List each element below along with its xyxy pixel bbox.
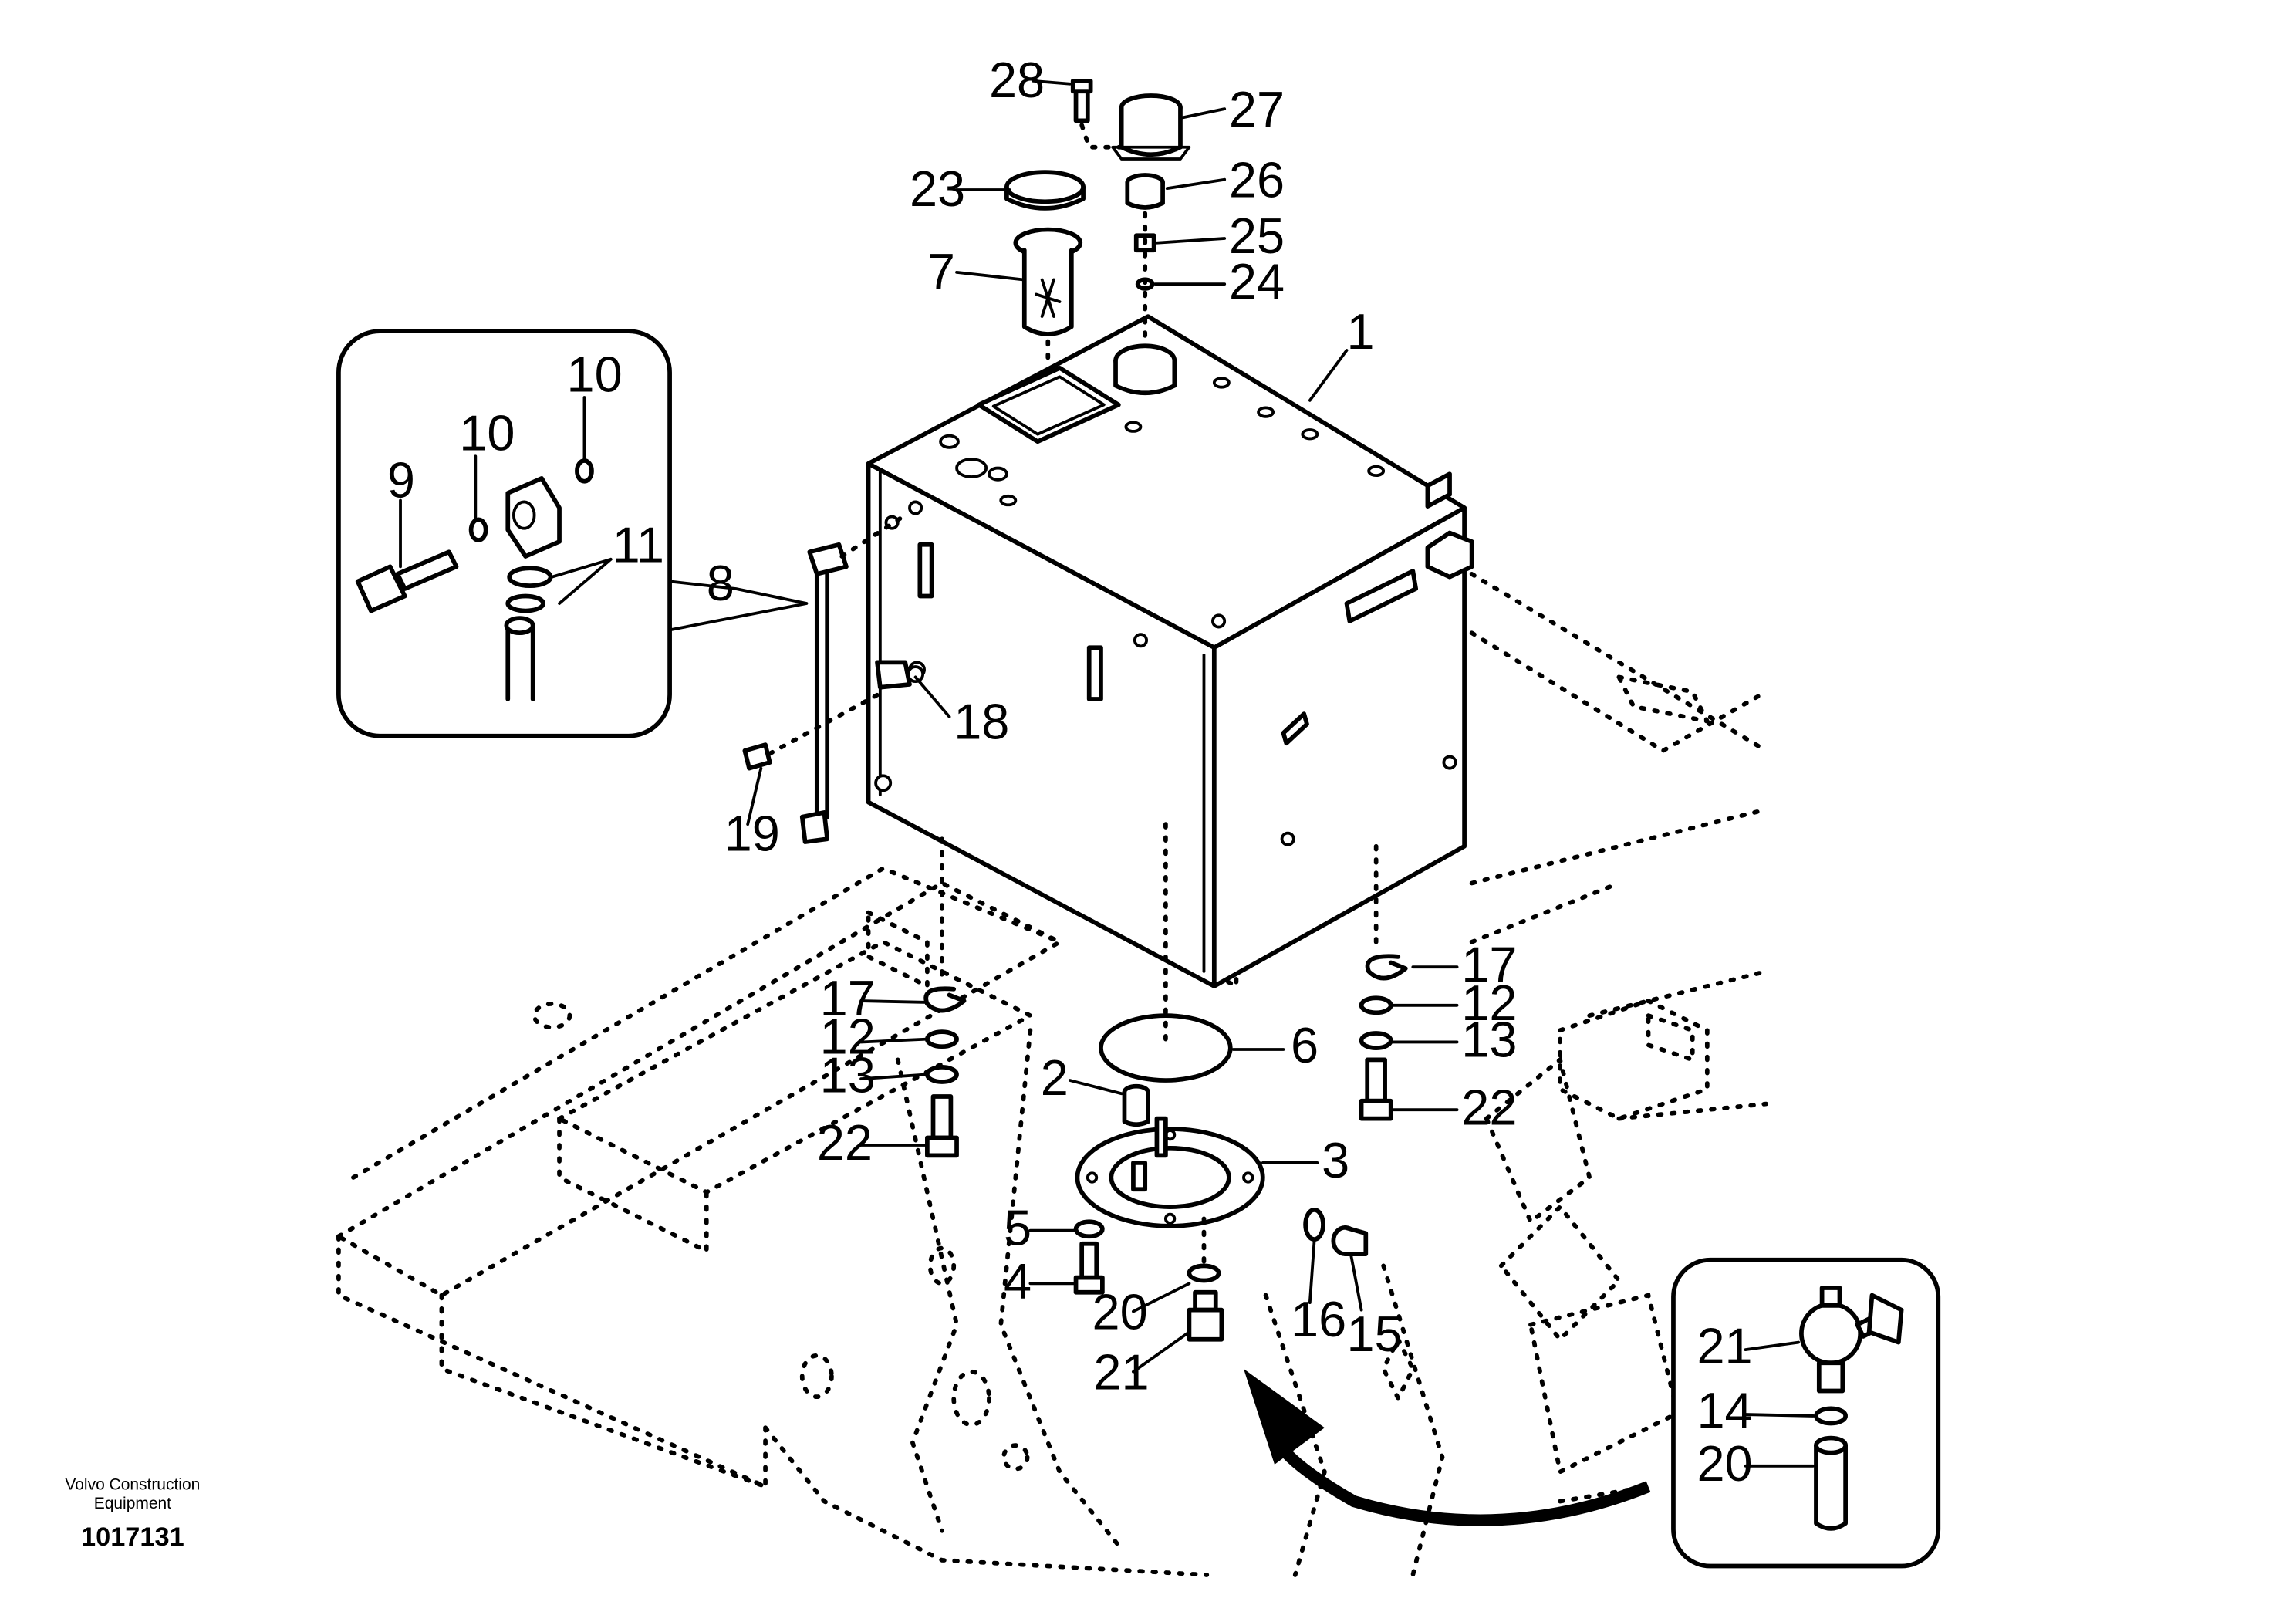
label-10: 10 [459, 405, 515, 461]
reference-arrow [1243, 1368, 1651, 1526]
label-9: 9 [387, 452, 415, 509]
detail-box-right [1671, 1257, 1941, 1569]
label-15: 15 [1347, 1306, 1403, 1362]
o-ring-6 [1099, 1013, 1233, 1083]
mount-hardware-left [923, 836, 967, 1158]
label-2: 2 [1041, 1049, 1069, 1106]
hydraulic-tank [866, 314, 1474, 988]
label-13-left: 13 [820, 1046, 876, 1103]
label-1: 1 [1347, 303, 1375, 360]
strainer [1013, 227, 1083, 336]
label-17-right: 17 [1461, 936, 1517, 992]
label-8: 8 [707, 555, 734, 611]
label-26: 26 [1229, 152, 1285, 208]
label-20: 20 [1092, 1283, 1148, 1340]
label-14-detail: 14 [1697, 1382, 1752, 1438]
label-12-left: 12 [820, 1009, 876, 1065]
fitting-2 [1122, 1083, 1168, 1192]
figure-number: 1017131 [81, 1522, 184, 1552]
label-11: 11 [613, 517, 664, 573]
seal-20 [1187, 1263, 1221, 1283]
leader-lines [746, 79, 1459, 1374]
bolt-28 [1070, 79, 1093, 123]
label-3: 3 [1322, 1132, 1349, 1188]
part-labels: 28 27 23 26 7 25 24 1 10 10 9 11 8 18 19… [387, 52, 1753, 1492]
label-5: 5 [1004, 1200, 1032, 1256]
label-27: 27 [1229, 81, 1285, 137]
label-25: 25 [1229, 208, 1285, 264]
washer-16 [1303, 1208, 1325, 1242]
label-17-left: 17 [820, 970, 876, 1026]
cover-plate-3 [1075, 1127, 1265, 1228]
label-16: 16 [1291, 1291, 1346, 1347]
brand-line-1: Volvo Construction [65, 1475, 200, 1493]
filler-cap [1004, 170, 1086, 211]
plug-15 [1331, 1225, 1369, 1257]
level-gauge [742, 515, 925, 844]
label-23: 23 [910, 161, 965, 217]
footer: Volvo Construction Equipment 1017131 [65, 1475, 200, 1551]
label-12-right: 12 [1461, 975, 1517, 1031]
label-4: 4 [1004, 1252, 1032, 1309]
label-20-detail: 20 [1697, 1435, 1752, 1492]
label-22-right: 22 [1461, 1079, 1517, 1135]
breather-element [1125, 173, 1165, 210]
bolt-4 [1073, 1241, 1105, 1295]
valve-21 [1187, 1289, 1224, 1342]
label-24: 24 [1229, 253, 1285, 309]
label-19: 19 [724, 806, 780, 862]
label-28: 28 [989, 52, 1045, 108]
detail-box-left [336, 329, 809, 738]
mount-hardware-right [1359, 843, 1408, 1121]
label-10-top: 10 [567, 346, 623, 402]
label-22-left: 22 [817, 1114, 873, 1171]
label-18: 18 [954, 694, 1009, 750]
label-21-detail: 21 [1697, 1317, 1752, 1374]
brand-line-2: Equipment [94, 1495, 171, 1512]
label-7: 7 [927, 243, 955, 299]
washer-5 [1073, 1219, 1105, 1239]
air-breather [1111, 93, 1191, 161]
label-13-right: 13 [1461, 1012, 1517, 1068]
label-21: 21 [1093, 1344, 1149, 1401]
label-6: 6 [1291, 1017, 1319, 1073]
